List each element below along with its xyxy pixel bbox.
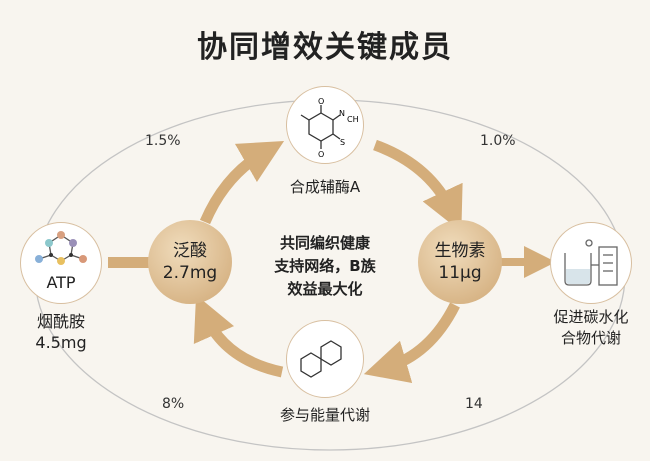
carb-metabolism-line1: 促进碳水化 (553, 308, 629, 326)
biotin-node: 生物素 11μg (418, 220, 502, 304)
pantothenic-amount: 2.7mg (162, 263, 218, 283)
biotin-amount: 11μg (438, 263, 482, 283)
energy-metabolism-label: 参与能量代谢 (279, 406, 370, 424)
svg-text:S: S (340, 138, 345, 147)
arrow-biotin-to-bottom (363, 302, 460, 384)
niacinamide-amount: 4.5mg (35, 333, 87, 352)
pantothenic-acid-node: 泛酸 2.7mg (148, 220, 232, 304)
svg-text:O: O (318, 150, 324, 159)
connector-atp-pantothenic (108, 257, 153, 268)
center-line-3: 效益最大化 (287, 280, 363, 298)
beaker-icon (564, 239, 618, 286)
atp-node: ATP (20, 222, 102, 304)
center-line-2: 支持网络，B族 (274, 257, 376, 275)
percent-top-left: 1.5% (145, 133, 181, 149)
energy-metabolism-node (286, 320, 364, 398)
arrow-bottom-to-pantothenic (193, 294, 284, 378)
pantothenic-name: 泛酸 (173, 241, 207, 261)
biotin-name: 生物素 (434, 241, 486, 261)
center-line-1: 共同编织健康 (279, 234, 370, 252)
atp-label: ATP (46, 273, 76, 292)
coenzyme-a-node: O O N CH S (286, 86, 364, 164)
arrow-top-to-biotin (373, 139, 463, 232)
percent-bottom-left: 8% (162, 396, 185, 412)
percent-bottom-right: 14 (465, 396, 483, 412)
molecule-structure-icon: O O N CH S (300, 97, 359, 159)
percent-top-right: 1.0% (480, 133, 516, 149)
svg-text:CH: CH (347, 115, 359, 124)
center-text: 共同编织健康 支持网络，B族 效益最大化 (240, 232, 410, 301)
molecule-network-icon (35, 231, 87, 265)
arrow-pantothenic-to-top (199, 141, 285, 225)
page-title: 协同增效关键成员 (197, 30, 453, 65)
niacinamide-name: 烟酰胺 (36, 312, 85, 331)
svg-text:O: O (318, 97, 324, 106)
carb-metabolism-line2: 合物代谢 (560, 329, 621, 347)
carb-metabolism-node (550, 222, 632, 304)
coenzyme-a-label: 合成辅酶A (289, 178, 361, 196)
biphenyl-icon (300, 340, 342, 378)
svg-text:N: N (339, 109, 345, 118)
